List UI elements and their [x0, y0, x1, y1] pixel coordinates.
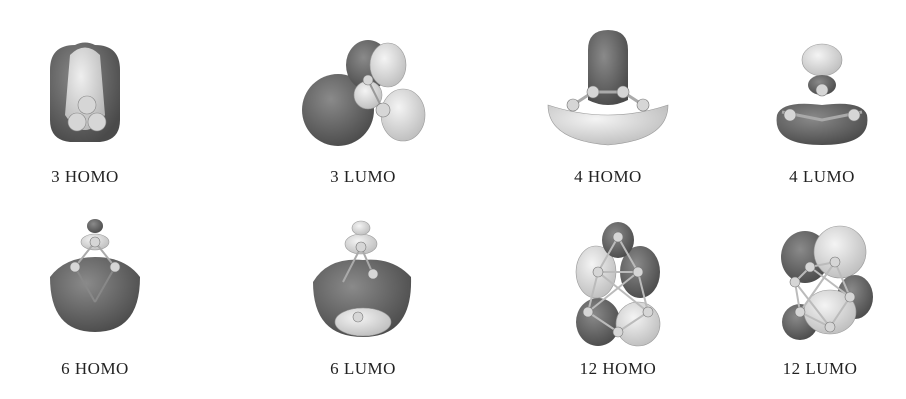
orbital-3-homo-image	[50, 42, 120, 142]
orbital-4-lumo-image	[776, 43, 868, 145]
panel-label-12-homo: 12 HOMO	[579, 359, 657, 378]
panel-label-3-homo: 3 HOMO	[51, 167, 119, 186]
orbital-12-homo-image	[575, 222, 661, 347]
panel-label-6-lumo: 6 LUMO	[330, 359, 396, 378]
panel-6-lumo: 6 LUMO	[283, 212, 443, 392]
panel-label-4-lumo: 4 LUMO	[789, 167, 855, 186]
panel-label-12-lumo: 12 LUMO	[782, 359, 858, 378]
panel-4-homo: 4 HOMO	[528, 20, 688, 200]
panel-label-6-homo: 6 HOMO	[61, 359, 129, 378]
panel-3-lumo: 3 LUMO	[283, 20, 443, 200]
panel-label-3-lumo: 3 LUMO	[330, 167, 396, 186]
panel-6-homo: 6 HOMO	[15, 212, 175, 392]
orbital-12-lumo-image	[781, 225, 873, 340]
panel-12-lumo: 12 LUMO	[740, 212, 900, 392]
orbital-3-lumo-image	[302, 40, 426, 146]
orbital-6-lumo-image	[313, 220, 412, 337]
panel-12-homo: 12 HOMO	[538, 212, 698, 392]
orbital-4-homo-image	[547, 30, 669, 146]
orbital-6-homo-image	[50, 219, 140, 332]
panel-3-homo: 3 HOMO	[5, 20, 165, 200]
panel-label-4-homo: 4 HOMO	[574, 167, 642, 186]
panel-4-lumo: 4 LUMO	[742, 20, 902, 200]
